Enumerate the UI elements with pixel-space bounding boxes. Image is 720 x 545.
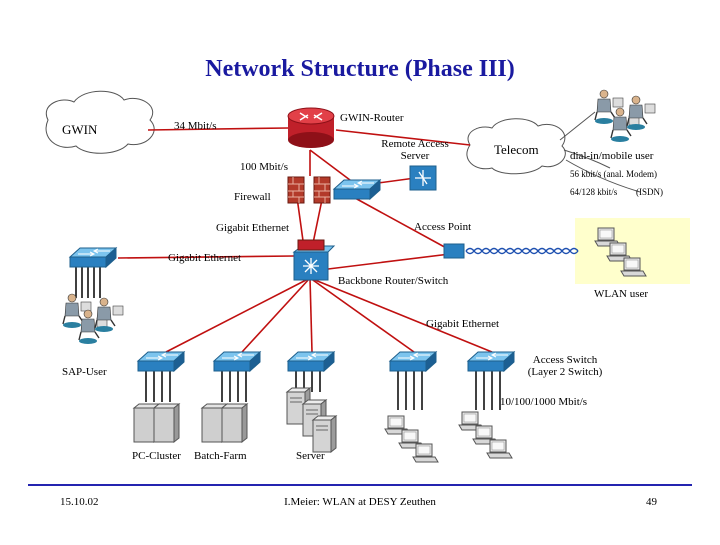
dialin-label: dial-in/mobile user xyxy=(570,150,654,162)
firewall-label: Firewall xyxy=(234,191,271,203)
access-switch-2-icon xyxy=(213,351,261,372)
dialin-user-3-icon xyxy=(626,95,656,131)
gwin-router-label: GWIN-Router xyxy=(340,112,404,124)
access-switch-4-icon xyxy=(389,351,437,372)
workstation-3-icon xyxy=(412,443,439,463)
gige-label-3: Gigabit Ethernet xyxy=(426,318,500,330)
telecom-label: Telecom xyxy=(494,142,539,157)
gwin-label: GWIN xyxy=(62,122,98,137)
access-switch-3-icon xyxy=(287,351,335,372)
speed-34-label: 34 Mbit/s xyxy=(174,120,217,132)
access-switch-label-1: Access Switch xyxy=(532,354,598,366)
pc-cluster-rack-2-icon xyxy=(153,403,180,443)
remote-access-label-2: Server xyxy=(400,150,430,162)
sap-user-label: SAP-User xyxy=(62,366,107,378)
server-3-icon xyxy=(312,415,337,453)
backbone-switch-icon xyxy=(292,239,336,281)
pc-cluster-label: PC-Cluster xyxy=(132,450,181,462)
wlan-user-label: WLAN user xyxy=(594,288,649,300)
page-number: 49 xyxy=(646,496,657,508)
analog-modem-label: 56 kbit/s (anal. Modem) xyxy=(570,169,657,179)
page-title: Network Structure (Phase III) xyxy=(205,56,515,82)
remote-access-label-1: Remote Access xyxy=(381,138,449,150)
telecom-cloud xyxy=(466,118,566,175)
phone-links xyxy=(559,111,641,193)
gwin-cloud xyxy=(45,90,155,154)
sap-switch-icon xyxy=(69,247,117,268)
backbone-label: Backbone Router/Switch xyxy=(338,275,449,287)
remote-access-server-icon xyxy=(409,165,437,191)
isdn-rate-label: 64/128 kbit/s xyxy=(570,187,618,197)
access-switch-label-2: (Layer 2 Switch) xyxy=(527,366,603,378)
workstation-6-icon xyxy=(486,439,513,459)
gige-label-1: Gigabit Ethernet xyxy=(216,222,290,234)
access-switch-5-icon xyxy=(467,351,515,372)
isdn-label: (ISDN) xyxy=(636,187,663,197)
batch-farm-label: Batch-Farm xyxy=(194,450,247,462)
batch-farm-rack-2-icon xyxy=(221,403,248,443)
sap-user-3-icon xyxy=(94,297,124,333)
gwin-router-icon xyxy=(287,107,335,148)
footer-date: 15.10.02 xyxy=(60,496,99,508)
access-switch-1-icon xyxy=(137,351,185,372)
top-switch-icon xyxy=(333,179,381,200)
server-label: Server xyxy=(296,450,325,462)
speed-100-label: 100 Mbit/s xyxy=(240,161,288,173)
firewall-1-icon xyxy=(287,176,305,204)
speed-10g-label: 10/100/1000 Mbit/s xyxy=(500,396,588,408)
footer-rule xyxy=(28,484,692,486)
footer-center: I.Meier: WLAN at DESY Zeuthen xyxy=(284,496,436,508)
firewall-2-icon xyxy=(313,176,331,204)
access-point-label: Access Point xyxy=(414,221,472,233)
black-drops xyxy=(75,264,501,410)
gige-label-2: Gigabit Ethernet xyxy=(168,252,242,264)
access-point-icon xyxy=(443,243,579,259)
